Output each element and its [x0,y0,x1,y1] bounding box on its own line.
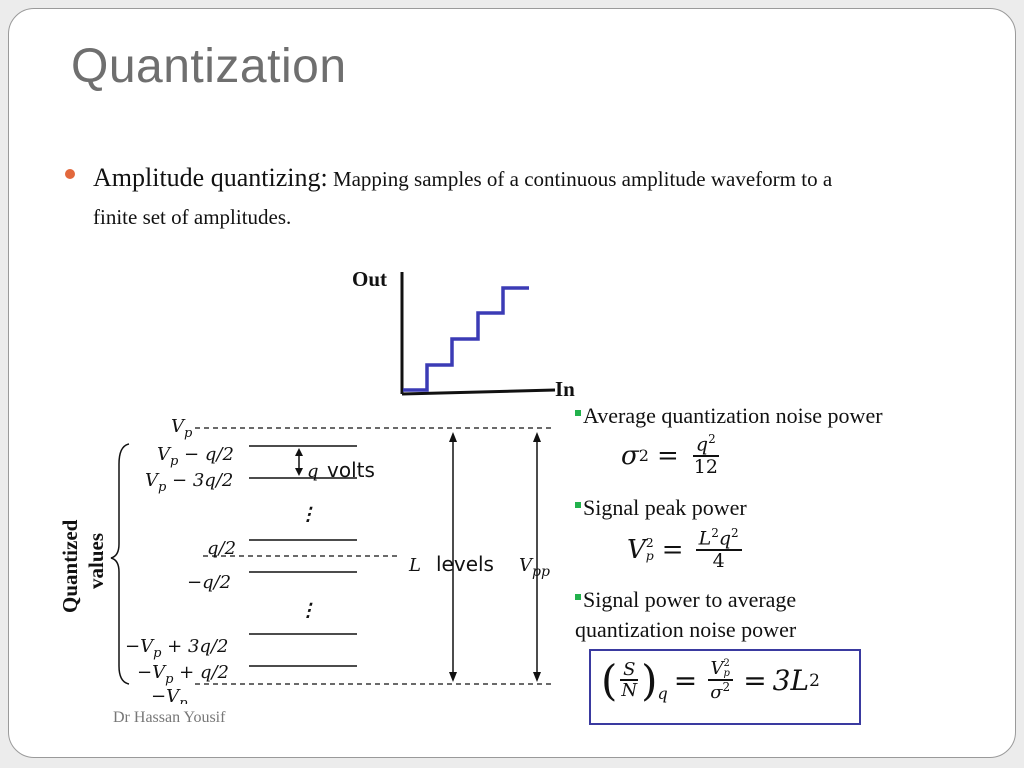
item-snr: Signal power to average quantization noi… [575,585,875,645]
x-axis-line [401,388,556,396]
out-axis-label: Out [352,267,388,291]
neg-vp-label: −Vp [151,686,188,704]
in-axis-label: In [555,377,575,401]
level-4-label: −q/2 [187,572,231,593]
values-word: values [84,533,108,589]
lower-dots: ⋮ [299,600,317,621]
l-arrow-head-up [449,432,457,442]
vpp-arrow-head-down [533,672,541,682]
q-arrow-head-up [295,448,303,456]
curly-brace [110,443,130,685]
level-2-label: Vp − 3q/2 [145,470,233,495]
level-5-label: −Vp + 3q/2 [125,636,228,661]
vpp-label: Vpp [519,555,550,580]
levels-word: levels [436,552,494,576]
quantized-values-label: Quantized values [58,519,108,613]
item-noise-power: Average quantization noise power [575,401,883,431]
volts-label: volts [327,458,375,482]
upper-dots: ⋮ [299,504,317,525]
item-peak-power-text: Signal peak power [583,495,747,520]
levels-diagram: Vp Vp − q/2 Vp − 3q/2 q/2 −q/2 −Vp + 3q/… [110,416,555,704]
level-6-label: −Vp + q/2 [137,662,229,687]
level-1-label: Vp − q/2 [157,444,234,469]
slide-title: Quantization [71,40,347,93]
vp-label: Vp [171,416,193,441]
q-label: q [307,461,319,482]
staircase-graph [400,272,556,396]
q-arrow-head-down [295,468,303,476]
vpp-arrow-head-up [533,432,541,442]
item-snr-text: Signal power to average quantization noi… [575,587,797,642]
level-3-label: q/2 [207,538,236,559]
bullet-lead: Amplitude quantizing: [93,163,328,192]
footer-author: Dr Hassan Yousif [113,709,226,726]
square-bullet-icon [575,410,581,416]
bullet-body: Mapping samples of a continuous amplitud… [93,167,833,229]
item-peak-power: Signal peak power [575,493,747,523]
bullet-dot-icon [65,169,75,179]
l-arrow-head-down [449,672,457,682]
bullet-text: Amplitude quantizing: Mapping samples of… [93,159,853,236]
slide: Quantization Amplitude quantizing: Mappi… [8,8,1016,758]
l-label: L [408,555,421,576]
quantized-word: Quantized [58,519,82,613]
item-noise-power-text: Average quantization noise power [583,403,883,428]
square-bullet-icon [575,594,581,600]
square-bullet-icon [575,502,581,508]
staircase-line [403,286,529,392]
